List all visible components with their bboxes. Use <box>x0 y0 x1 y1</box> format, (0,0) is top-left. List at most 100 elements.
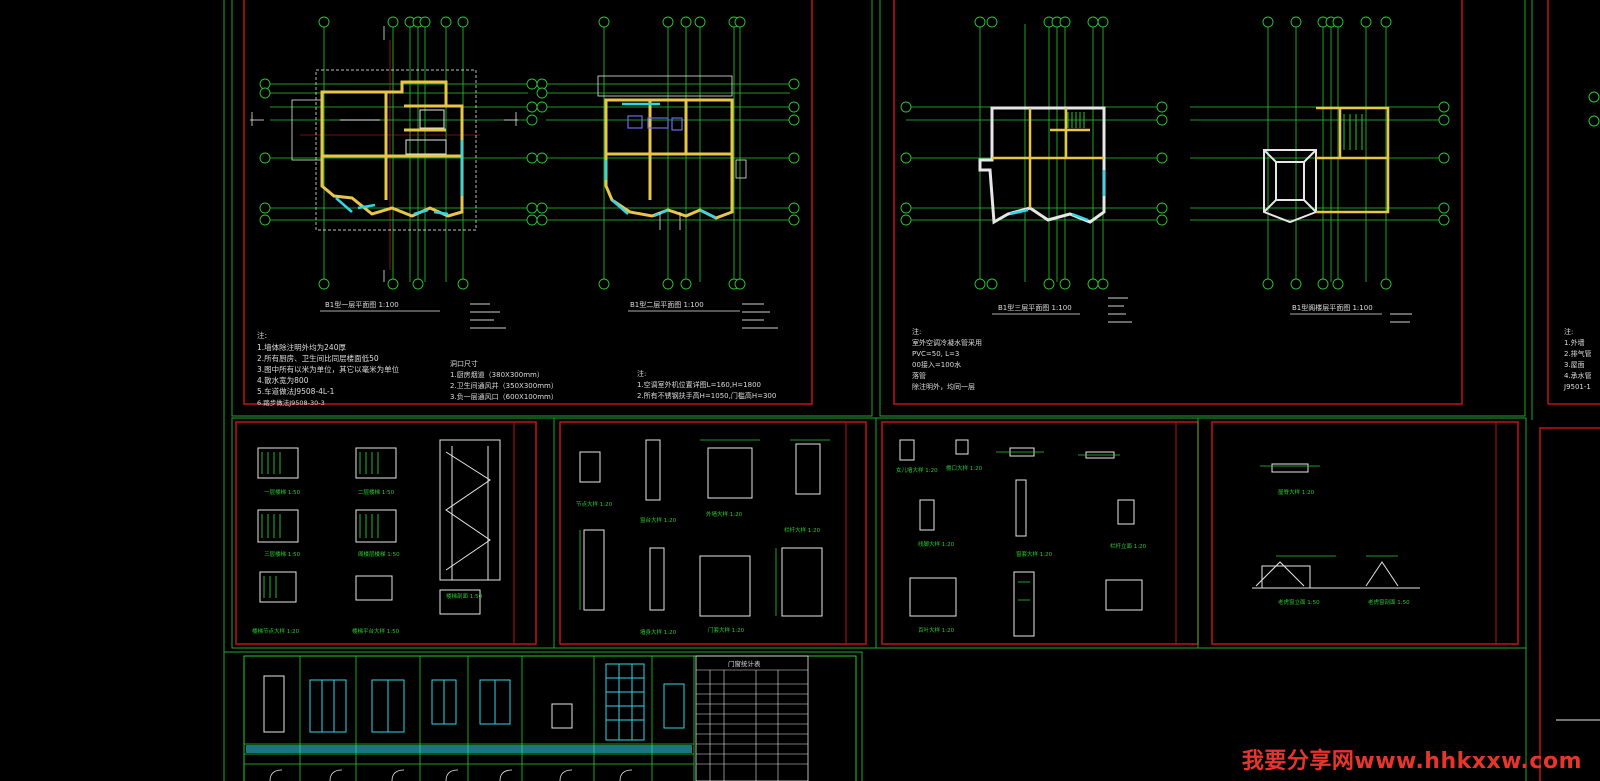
svg-text:1.空调室外机位置详图L=160,H=1800: 1.空调室外机位置详图L=160,H=1800 <box>637 380 761 389</box>
door-window-schedule-sheet[interactable]: 门窗统计表 <box>223 651 863 781</box>
svg-text:5.车道做法J9508-4L-1: 5.车道做法J9508-4L-1 <box>257 386 335 396</box>
axis-bubble <box>1588 91 1600 103</box>
details <box>579 439 823 617</box>
svg-text:窗套大样 1:20: 窗套大样 1:20 <box>1016 550 1053 558</box>
svg-text:00接入=100水: 00接入=100水 <box>912 360 961 369</box>
svg-text:注:: 注: <box>912 327 921 336</box>
svg-text:3.图中所有以米为单位，其它以毫米为单位: 3.图中所有以米为单位，其它以毫米为单位 <box>257 364 400 374</box>
svg-text:栏杆大样 1:20: 栏杆大样 1:20 <box>784 526 821 534</box>
svg-text:女儿墙大样 1:20: 女儿墙大样 1:20 <box>896 466 938 474</box>
detail-dims <box>1260 465 1398 557</box>
axis-bubbles <box>1262 16 1450 290</box>
svg-text:PVC=50, L=3: PVC=50, L=3 <box>912 350 959 358</box>
stair-section <box>439 439 501 581</box>
svg-text:4.散水宽为800: 4.散水宽为800 <box>257 375 309 385</box>
details <box>1252 463 1420 589</box>
svg-text:百叶大样 1:20: 百叶大样 1:20 <box>918 626 955 634</box>
axis-bubbles <box>900 16 1168 290</box>
svg-text:线脚大样 1:20: 线脚大样 1:20 <box>918 540 955 548</box>
stair <box>1067 112 1085 128</box>
detail-labels: 女儿墙大样 1:20 檐口大样 1:20 线脚大样 1:20 窗套大样 1:20… <box>896 464 1147 634</box>
svg-text:檐口大样 1:20: 檐口大样 1:20 <box>946 464 983 472</box>
stair-treads <box>261 452 379 598</box>
svg-text:1.墙体除注明外均为240厚: 1.墙体除注明外均为240厚 <box>257 342 346 352</box>
door-swings <box>269 769 633 781</box>
site-outline <box>315 69 477 231</box>
svg-text:二层楼梯 1:50: 二层楼梯 1:50 <box>358 488 395 496</box>
svg-text:6.踏步做法J9508-30-3: 6.踏步做法J9508-30-3 <box>257 398 325 407</box>
svg-text:1.厨房烟道（380X300mm）: 1.厨房烟道（380X300mm） <box>450 370 544 379</box>
svg-text:老虎窗剖面 1:50: 老虎窗剖面 1:50 <box>1368 598 1410 606</box>
frame <box>223 651 863 781</box>
svg-text:墙身大样 1:20: 墙身大样 1:20 <box>640 628 677 636</box>
column-lines <box>244 656 695 781</box>
area-stat-blocks <box>470 297 1412 329</box>
walls <box>604 98 734 220</box>
floor-plan-3[interactable]: B1型三层平面图 1:100 注: 室外空调冷凝水管采用 PVC=50, L=3… <box>900 16 1168 391</box>
svg-text:3.负一层通风口（600X100mm）: 3.负一层通风口（600X100mm） <box>450 392 558 401</box>
svg-text:注:: 注: <box>257 330 267 340</box>
sheet-frames-top <box>223 0 1600 781</box>
svg-text:落管: 落管 <box>912 371 926 380</box>
svg-text:洞口尺寸: 洞口尺寸 <box>450 359 478 368</box>
right-edge-notes: 注: 1.外墙 2.排气管 3.屋面 4.承水管 J9501-1 <box>1563 327 1592 391</box>
svg-text:4.承水管: 4.承水管 <box>1564 371 1592 380</box>
svg-text:3.屋面: 3.屋面 <box>1564 361 1585 369</box>
svg-text:节点大样 1:20: 节点大样 1:20 <box>576 500 613 508</box>
table-frame <box>243 655 857 781</box>
walls <box>1316 106 1390 214</box>
watermark-text: 我要分享网www.hhkxxw.com <box>1241 749 1582 774</box>
svg-text:1.外墙: 1.外墙 <box>1564 338 1585 347</box>
section-mark <box>250 26 518 282</box>
detail-labels: 屋脊大样 1:20 老虎窗立面 1:50 老虎窗剖面 1:50 <box>1278 488 1410 606</box>
axis-bubbles <box>259 16 538 290</box>
legend-strip <box>246 745 692 753</box>
schedule-table: 门窗统计表 <box>695 655 809 781</box>
stair <box>1343 114 1363 150</box>
furniture <box>627 115 683 131</box>
svg-text:2.所有厨房、卫生间比同层楼面低50: 2.所有厨房、卫生间比同层楼面低50 <box>257 353 379 363</box>
plan2-title: B1型二层平面图 1:100 <box>630 300 704 309</box>
eave-detail-sheet[interactable]: 女儿墙大样 1:20 檐口大样 1:20 线脚大样 1:20 窗套大样 1:20… <box>896 439 1147 637</box>
stair-detail-sheet[interactable]: 一层楼梯 1:50 二层楼梯 1:50 三层楼梯 1:50 楼梯剖面 1:50 … <box>252 439 501 635</box>
interior-lines <box>340 109 447 155</box>
ac-platform <box>735 159 747 179</box>
svg-text:老虎窗立面 1:50: 老虎窗立面 1:50 <box>1278 598 1320 606</box>
details <box>899 439 1143 637</box>
schedule-title: 门窗统计表 <box>728 659 761 668</box>
door-elevations <box>263 675 573 733</box>
svg-text:阁楼层楼梯 1:50: 阁楼层楼梯 1:50 <box>358 550 400 558</box>
axis-bubbles <box>536 16 800 290</box>
stair-plans <box>257 447 481 615</box>
plan4-title: B1型阁楼层平面图 1:100 <box>1292 303 1373 312</box>
svg-text:2.排气管: 2.排气管 <box>1564 349 1592 358</box>
svg-text:注:: 注: <box>1564 327 1573 336</box>
svg-text:一层楼梯 1:50: 一层楼梯 1:50 <box>264 488 301 496</box>
floor-plan-2[interactable]: B1型二层平面图 1:100 <box>536 16 800 312</box>
dormer-detail-sheet[interactable]: 屋脊大样 1:20 老虎窗立面 1:50 老虎窗剖面 1:50 <box>1252 463 1420 606</box>
axis-bubble <box>1588 115 1600 127</box>
detail-dims <box>579 439 830 616</box>
wall-detail-sheet[interactable]: 节点大样 1:20 窗台大样 1:20 外墙大样 1:20 栏杆大样 1:20 … <box>576 439 830 636</box>
detail-dims <box>996 451 1120 601</box>
svg-text:除注明外，均同一层: 除注明外，均同一层 <box>912 382 975 391</box>
plan3-notes: 注: 室外空调冷凝水管采用 PVC=50, L=3 00接入=100水 落管 除… <box>912 327 982 391</box>
svg-text:楼梯节点大样 1:20: 楼梯节点大样 1:20 <box>252 627 300 635</box>
svg-text:栏杆立面 1:20: 栏杆立面 1:20 <box>1110 542 1147 550</box>
floor-plan-attic[interactable]: B1型阁楼层平面图 1:100 <box>1190 16 1450 315</box>
svg-text:三层楼梯 1:50: 三层楼梯 1:50 <box>264 550 301 558</box>
svg-text:2.卫生间通风井（350X300mm）: 2.卫生间通风井（350X300mm） <box>450 381 558 390</box>
axis-grid <box>1190 24 1440 282</box>
svg-text:窗台大样 1:20: 窗台大样 1:20 <box>640 516 677 524</box>
svg-text:屋脊大样 1:20: 屋脊大样 1:20 <box>1278 488 1315 496</box>
svg-text:楼梯剖面 1:50: 楼梯剖面 1:50 <box>446 592 483 600</box>
windows <box>335 140 464 216</box>
stair-labels: 一层楼梯 1:50 二层楼梯 1:50 三层楼梯 1:50 楼梯剖面 1:50 … <box>252 488 483 635</box>
svg-text:楼梯平台大样 1:50: 楼梯平台大样 1:50 <box>352 627 400 635</box>
floor-plan-1[interactable]: B1型一层平面图 1:100 <box>250 16 538 312</box>
svg-text:J9501-1: J9501-1 <box>1563 383 1591 391</box>
general-notes: 注: 1.墙体除注明外均为240厚 2.所有厨房、卫生间比同层楼面低50 3.图… <box>257 330 400 407</box>
sheet-frames-middle <box>231 417 1600 781</box>
svg-text:外墙大样 1:20: 外墙大样 1:20 <box>706 510 743 518</box>
